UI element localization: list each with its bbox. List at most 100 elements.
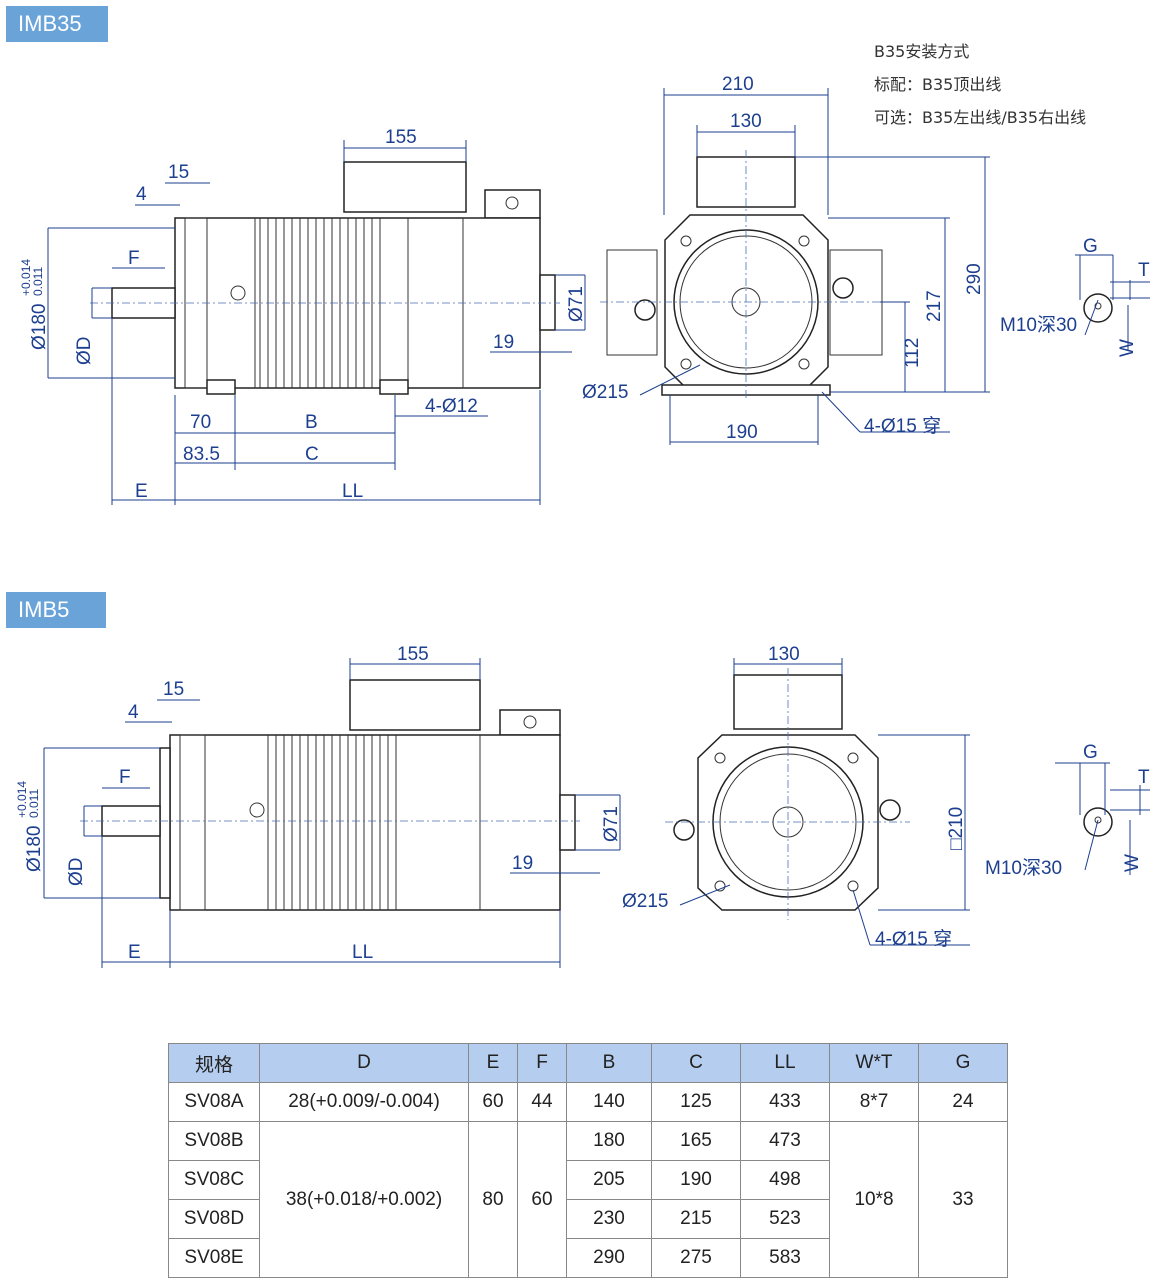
dim-f: F xyxy=(128,248,140,269)
table-header-row: 规格 D E F B C LL W*T G xyxy=(168,1043,1008,1083)
dim-290: 290 xyxy=(964,263,985,295)
dim-19-b5: 19 xyxy=(512,853,533,874)
cell-ll: 583 xyxy=(740,1238,830,1278)
cell-ll: 523 xyxy=(740,1199,830,1239)
dim-d215: Ø215 xyxy=(582,382,628,403)
b35-front-view: 210 130 290 217 112 Ø215 190 4-Ø15 穿 xyxy=(582,74,990,445)
cell-b: 180 xyxy=(566,1121,652,1161)
dim-d180-b5: Ø180 xyxy=(24,826,45,872)
b35-shaft-end-view: G T W M10深30 xyxy=(1000,236,1150,357)
dim-mount-holes: 4-Ø15 穿 xyxy=(864,415,941,437)
b5-front-view: 130 □210 Ø215 4-Ø15 穿 xyxy=(622,644,970,950)
cell-model: SV08B xyxy=(168,1121,260,1161)
section-label-imb35: IMB35 xyxy=(6,6,108,42)
dim-130: 130 xyxy=(730,111,762,132)
cell-model: SV08E xyxy=(168,1238,260,1278)
dim-shaft-d-b5: ØD xyxy=(66,858,87,887)
cell-f: 44 xyxy=(517,1082,567,1122)
dim-t: T xyxy=(1138,260,1150,281)
cell-c: 275 xyxy=(651,1238,741,1278)
dim-217: 217 xyxy=(924,290,945,322)
col-header-g: G xyxy=(918,1043,1008,1083)
col-header-e: E xyxy=(468,1043,518,1083)
col-header-wt: W*T xyxy=(829,1043,919,1083)
cell-c: 165 xyxy=(651,1121,741,1161)
dim-ll: LL xyxy=(342,481,363,502)
dim-shaft-d: ØD xyxy=(74,337,95,366)
b5-shaft-end-view: G T W M10深30 xyxy=(985,742,1150,879)
cell-g: 24 xyxy=(918,1082,1008,1122)
cell-e: 80 xyxy=(468,1121,518,1278)
col-header-ll: LL xyxy=(740,1043,830,1083)
dim-112: 112 xyxy=(902,338,923,368)
cell-model: SV08A xyxy=(168,1082,260,1122)
dim-15-b5: 15 xyxy=(163,679,184,700)
dim-19: 19 xyxy=(493,332,514,353)
cell-e: 60 xyxy=(468,1082,518,1122)
dim-g: G xyxy=(1083,236,1098,257)
cell-b: 230 xyxy=(566,1199,652,1239)
dim-tol-top-b5: +0.014 xyxy=(15,781,29,818)
dim-e: E xyxy=(135,481,148,502)
dim-tol-bottom-b5: 0.011 xyxy=(27,789,41,818)
cell-g: 33 xyxy=(918,1121,1008,1278)
dim-b: B xyxy=(305,412,318,433)
dim-4-b5: 4 xyxy=(128,702,139,723)
dim-15: 15 xyxy=(168,162,189,183)
cell-model: SV08D xyxy=(168,1199,260,1239)
col-header-d: D xyxy=(259,1043,469,1083)
dim-m10-b5: M10深30 xyxy=(985,857,1062,879)
col-header-f: F xyxy=(517,1043,567,1083)
col-header-model: 规格 xyxy=(168,1043,260,1083)
dim-190: 190 xyxy=(726,422,758,443)
cell-f: 60 xyxy=(517,1121,567,1278)
cell-model: SV08C xyxy=(168,1160,260,1200)
dim-w: W xyxy=(1117,339,1138,357)
cell-b: 290 xyxy=(566,1238,652,1278)
dim-tol-bottom: 0.011 xyxy=(31,267,45,296)
dim-w-b5: W xyxy=(1122,854,1143,872)
cell-wt: 10*8 xyxy=(829,1121,919,1278)
dim-210: 210 xyxy=(722,74,754,95)
dim-ll-b5: LL xyxy=(352,942,373,963)
b5-side-view: 155 15 4 F Ø180 +0.014 0.011 ØD Ø71 19 E… xyxy=(15,644,622,968)
cell-c: 190 xyxy=(651,1160,741,1200)
table-row: SV08D 230 215 523 xyxy=(168,1199,1008,1239)
dim-f-b5: F xyxy=(119,767,131,788)
b35-side-view: 155 15 4 F Ø180 +0.014 0.011 ØD Ø71 19 7… xyxy=(19,127,587,505)
section-label-imb5: IMB5 xyxy=(6,592,106,628)
table-row: SV08A 28(+0.009/-0.004) 60 44 140 125 43… xyxy=(168,1082,1008,1122)
cell-b: 205 xyxy=(566,1160,652,1200)
dim-130-b5: 130 xyxy=(768,644,800,665)
cell-d: 38(+0.018/+0.002) xyxy=(259,1121,469,1278)
dim-e-b5: E xyxy=(128,942,141,963)
drawing-canvas: 155 15 4 F Ø180 +0.014 0.011 ØD Ø71 19 7… xyxy=(15,74,1150,968)
dim-d215-b5: Ø215 xyxy=(622,891,668,912)
col-header-b: B xyxy=(566,1043,652,1083)
dim-70: 70 xyxy=(190,412,211,433)
dim-g-b5: G xyxy=(1083,742,1098,763)
col-header-c: C xyxy=(651,1043,741,1083)
cell-d: 28(+0.009/-0.004) xyxy=(259,1082,469,1122)
table-row: SV08C 205 190 498 xyxy=(168,1160,1008,1200)
dim-83-5: 83.5 xyxy=(183,444,220,465)
cell-ll: 473 xyxy=(740,1121,830,1161)
note-standard: 标配：B35顶出线 xyxy=(874,75,1002,94)
table-row: SV08B 38(+0.018/+0.002) 80 60 180 165 47… xyxy=(168,1121,1008,1278)
cell-ll: 433 xyxy=(740,1082,830,1122)
dim-mount-holes-b5: 4-Ø15 穿 xyxy=(875,928,952,950)
cell-wt: 8*7 xyxy=(829,1082,919,1122)
cell-b: 140 xyxy=(566,1082,652,1122)
cell-c: 125 xyxy=(651,1082,741,1122)
cell-c: 215 xyxy=(651,1199,741,1239)
spec-table: 规格 D E F B C LL W*T G SV08A 28(+0.009/-0… xyxy=(168,1043,1008,1278)
dim-tol-top: +0.014 xyxy=(19,259,33,296)
dim-t-b5: T xyxy=(1138,767,1150,788)
dim-155-b5: 155 xyxy=(397,644,429,665)
dim-155: 155 xyxy=(385,127,417,148)
dim-square-210: □210 xyxy=(946,807,967,850)
cell-ll: 498 xyxy=(740,1160,830,1200)
dim-d71: Ø71 xyxy=(566,286,587,322)
dim-c: C xyxy=(305,444,319,465)
note-mounting: B35安装方式 xyxy=(874,42,970,61)
